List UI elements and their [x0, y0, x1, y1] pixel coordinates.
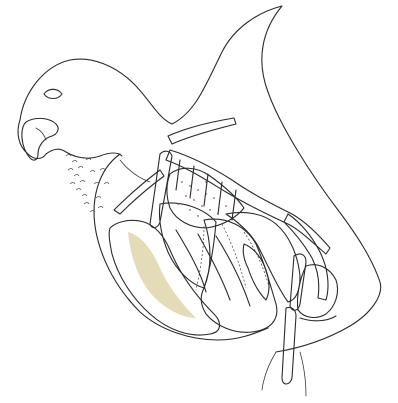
- parrot-body-outline: [20, 6, 381, 352]
- beak-line: [36, 128, 46, 140]
- tibia-bone: [282, 307, 296, 384]
- air-sac-pink: [243, 244, 269, 300]
- coracoid-bone: [150, 151, 172, 227]
- head-outline: [18, 120, 122, 159]
- scapula-bone: [168, 118, 236, 144]
- leg-lines: [262, 352, 306, 396]
- spine: [166, 150, 330, 254]
- neck-line: [120, 160, 150, 182]
- air-sac-lilac: [226, 212, 300, 302]
- pelvis-bone: [284, 214, 328, 300]
- beak: [22, 118, 58, 160]
- cheek-feathers: [66, 155, 109, 213]
- sternal-ribs: [176, 230, 250, 306]
- sternum-shade: [128, 232, 196, 318]
